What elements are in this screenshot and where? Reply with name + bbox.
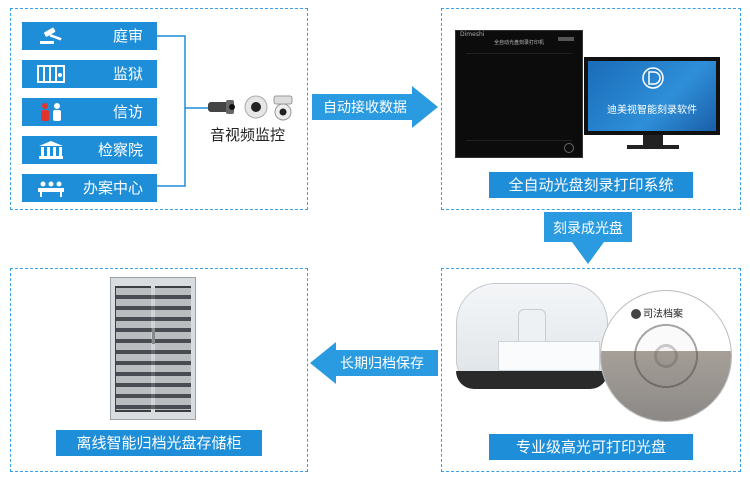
- arrow-burn-label: 刻录成光盘: [553, 221, 623, 237]
- source-label: 庭审: [112, 27, 143, 45]
- disc-spindle: [456, 283, 608, 393]
- source-item-petition: 信访: [22, 98, 157, 126]
- source-item-case-center: 办案中心: [22, 174, 157, 202]
- device-panel-text: 全自动光盘刻录打印机: [494, 40, 545, 46]
- sources-panel: [10, 8, 308, 210]
- source-item-court-trial: 庭审: [22, 22, 157, 50]
- cabinet-panel: [10, 268, 308, 472]
- printed-disc: 司法档案: [600, 290, 732, 422]
- source-label: 检察院: [97, 141, 143, 159]
- system-panel: [441, 8, 741, 210]
- disc-label: 专业级高光可打印光盘: [489, 434, 693, 460]
- meeting-icon: [38, 181, 64, 197]
- arrow-receive: [312, 86, 438, 128]
- device-brand: Dimeshi: [460, 31, 485, 38]
- arrow-archive-label: 长期归档保存: [340, 356, 424, 372]
- cabinet-shelves: [116, 288, 191, 410]
- source-label: 监狱: [112, 65, 143, 83]
- storage-cabinet: [110, 277, 196, 420]
- software-monitor: 迪美视智能刻录软件: [584, 57, 720, 135]
- monitor-stand: [643, 135, 663, 145]
- source-label: 办案中心: [82, 179, 143, 197]
- arrow-burn: [544, 212, 632, 264]
- cabinet-label: 离线智能归档光盘存储柜: [56, 430, 262, 456]
- software-logo-icon: [642, 67, 664, 89]
- arrow-archive: [310, 342, 438, 384]
- monitor-base: [627, 145, 679, 149]
- courthouse-icon: [39, 141, 63, 159]
- prison-bars-icon: [37, 65, 65, 83]
- disc-title: 司法档案: [631, 305, 683, 320]
- source-label: 信访: [112, 103, 143, 121]
- people-icon: [41, 103, 61, 121]
- arrow-receive-label: 自动接收数据: [323, 100, 407, 116]
- source-item-procuratorate: 检察院: [22, 136, 157, 164]
- system-label: 全自动光盘刻录打印系统: [489, 172, 693, 198]
- gavel-icon: [40, 27, 62, 44]
- burner-device: Dimeshi 全自动光盘刻录打印机: [455, 30, 583, 158]
- software-name: 迪美视智能刻录软件: [607, 105, 697, 116]
- source-item-prison: 监狱: [22, 60, 157, 88]
- camera-icon: [208, 95, 293, 121]
- monitor-label: 音视频监控: [210, 126, 286, 144]
- disc-panel: [441, 268, 741, 472]
